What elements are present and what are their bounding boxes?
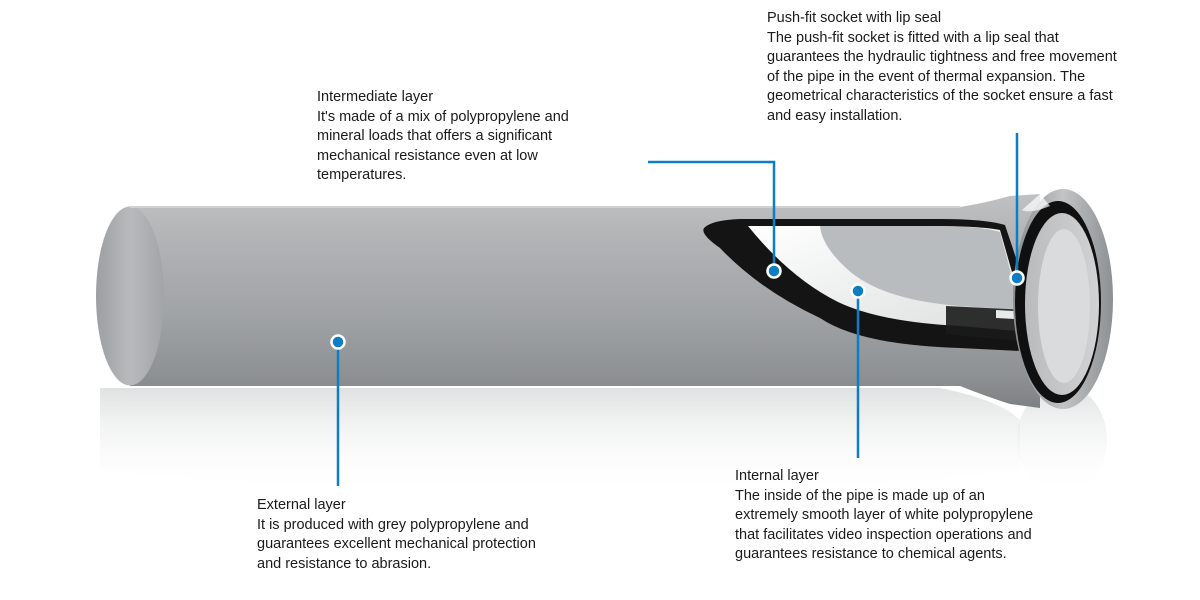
callout-dot-external bbox=[330, 334, 346, 350]
annotation-internal-title: Internal layer bbox=[735, 468, 819, 484]
annotation-internal: Internal layer The inside of the pipe is… bbox=[735, 467, 1035, 565]
annotation-internal-desc: The inside of the pipe is made up of an … bbox=[735, 487, 1034, 563]
callout-line-intermediate bbox=[648, 160, 776, 270]
annotation-intermediate: Intermediate layer It's made of a mix of… bbox=[317, 88, 607, 186]
callout-dot-intermediate bbox=[766, 263, 782, 279]
push-fit-socket bbox=[1013, 189, 1113, 409]
annotation-intermediate-desc: It's made of a mix of polypropylene and … bbox=[317, 108, 569, 184]
annotation-socket-title: Push-fit socket with lip seal bbox=[767, 10, 942, 26]
pipe-reflection bbox=[100, 385, 1107, 495]
callout-dots bbox=[330, 263, 1025, 350]
annotation-intermediate-title: Intermediate layer bbox=[317, 89, 434, 105]
annotation-external: External layer It is produced with grey … bbox=[257, 496, 547, 574]
callout-dot-internal bbox=[850, 283, 866, 299]
annotation-external-desc: It is produced with grey polypropylene a… bbox=[257, 516, 536, 572]
annotation-external-title: External layer bbox=[257, 497, 346, 513]
callout-lines bbox=[336, 133, 1019, 486]
annotation-socket: Push-fit socket with lip seal The push-f… bbox=[767, 9, 1127, 126]
pipe-cutaway bbox=[703, 219, 1040, 352]
callout-dot-socket bbox=[1009, 270, 1025, 286]
annotation-socket-desc: The push-fit socket is fitted with a lip… bbox=[767, 29, 1117, 124]
